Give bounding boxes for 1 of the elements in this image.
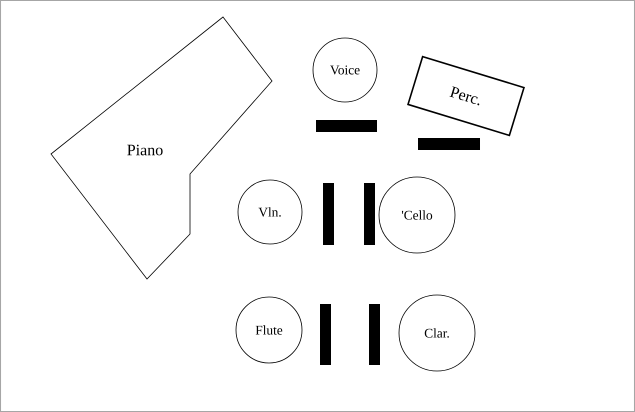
instrument-box: Perc. xyxy=(407,56,525,136)
